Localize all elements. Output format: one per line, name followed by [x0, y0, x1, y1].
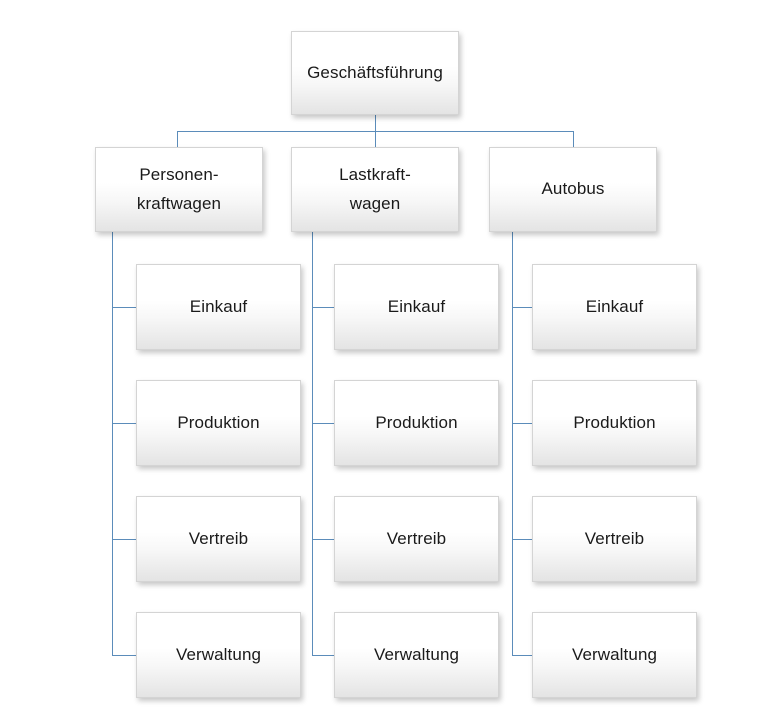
node-geschaeftsfuehrung[interactable]: Geschäftsführung: [291, 31, 459, 115]
connector-elbow-pkw-vertreib: [112, 539, 137, 540]
node-pkw-verwaltung[interactable]: Verwaltung: [136, 612, 301, 698]
connector-elbow-lkw-verwaltung: [312, 655, 334, 656]
node-personenkraftwagen[interactable]: Personen- kraftwagen: [95, 147, 263, 232]
connector-elbow-pkw-einkauf: [112, 307, 137, 308]
connector-drop-division-3: [573, 131, 574, 147]
node-label: Geschäftsführung: [307, 62, 443, 82]
connector-spine-division-1: [112, 232, 113, 655]
node-bus-vertreib[interactable]: Vertreib: [532, 496, 697, 582]
connector-root-stem: [375, 115, 376, 132]
connector-elbow-lkw-vertreib: [312, 539, 334, 540]
node-label: Produktion: [375, 412, 458, 432]
connector-elbow-bus-produktion: [512, 423, 534, 424]
node-lkw-verwaltung[interactable]: Verwaltung: [334, 612, 499, 698]
node-label: Vertreib: [584, 528, 645, 548]
connector-elbow-bus-verwaltung: [512, 655, 534, 656]
node-lastkraftwagen[interactable]: Lastkraft- wagen: [291, 147, 459, 232]
node-lkw-produktion[interactable]: Produktion: [334, 380, 499, 466]
node-pkw-produktion[interactable]: Produktion: [136, 380, 301, 466]
node-label: Autobus: [541, 179, 605, 199]
node-autobus[interactable]: Autobus: [489, 147, 657, 232]
node-label: Einkauf: [585, 296, 644, 316]
node-pkw-einkauf[interactable]: Einkauf: [136, 264, 301, 350]
connector-elbow-pkw-produktion: [112, 423, 137, 424]
node-label: Einkauf: [387, 296, 446, 316]
node-label: Personen- kraftwagen: [136, 165, 222, 213]
node-lkw-vertreib[interactable]: Vertreib: [334, 496, 499, 582]
node-pkw-vertreib[interactable]: Vertreib: [136, 496, 301, 582]
connector-drop-division-1: [177, 131, 178, 147]
connector-spine-division-3: [512, 232, 513, 655]
node-label: Lastkraft- wagen: [339, 165, 411, 213]
node-label: Verwaltung: [571, 644, 658, 664]
node-label: Vertreib: [386, 528, 447, 548]
node-label: Verwaltung: [175, 644, 262, 664]
node-bus-produktion[interactable]: Produktion: [532, 380, 697, 466]
connector-elbow-bus-einkauf: [512, 307, 534, 308]
node-bus-einkauf[interactable]: Einkauf: [532, 264, 697, 350]
node-label: Einkauf: [189, 296, 248, 316]
connector-elbow-pkw-verwaltung: [112, 655, 137, 656]
connector-elbow-bus-vertreib: [512, 539, 534, 540]
node-label: Verwaltung: [373, 644, 460, 664]
connector-drop-division-2: [375, 131, 376, 147]
node-label: Produktion: [177, 412, 260, 432]
connector-spine-division-2: [312, 232, 313, 655]
node-label: Produktion: [573, 412, 656, 432]
node-lkw-einkauf[interactable]: Einkauf: [334, 264, 499, 350]
node-label: Vertreib: [188, 528, 249, 548]
node-bus-verwaltung[interactable]: Verwaltung: [532, 612, 697, 698]
connector-elbow-lkw-produktion: [312, 423, 334, 424]
connector-elbow-lkw-einkauf: [312, 307, 334, 308]
